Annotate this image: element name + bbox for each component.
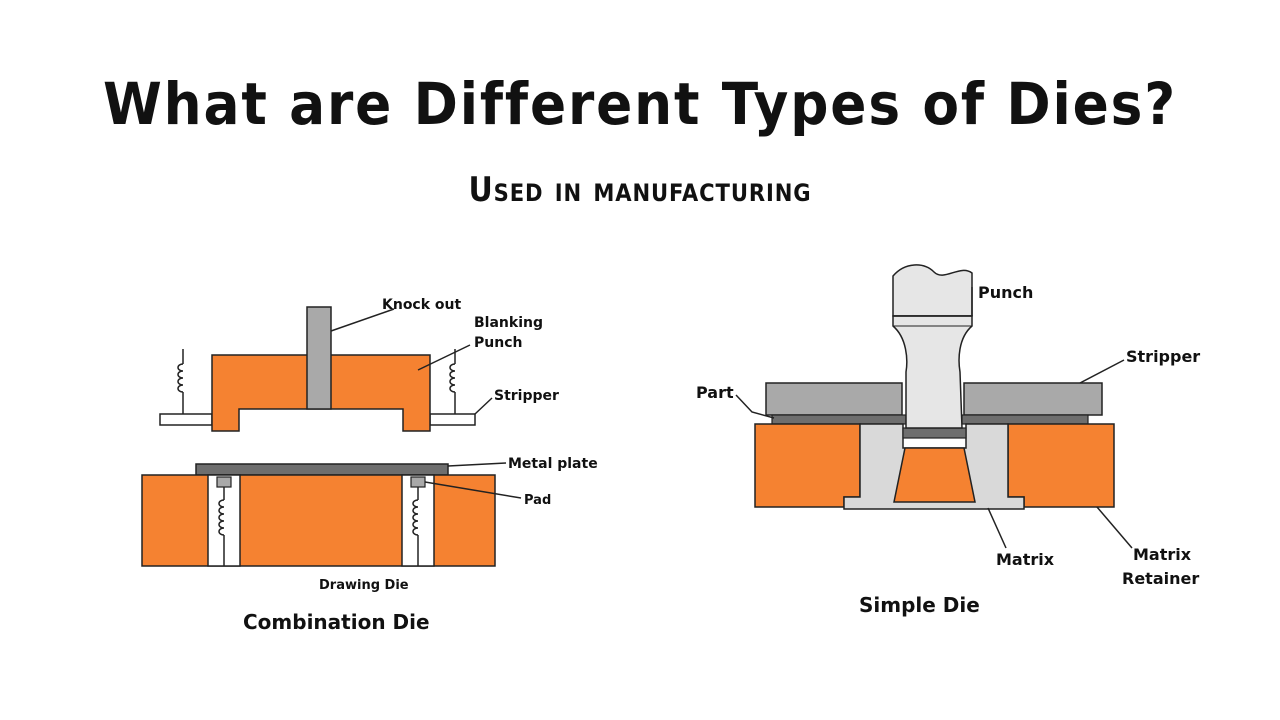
part-sheet-right — [961, 414, 1089, 425]
matrix-core — [893, 447, 976, 503]
pad-right — [410, 476, 426, 488]
page-subtitle: Used in manufacturing — [468, 170, 812, 210]
label-blanking-punch-line2: Punch — [474, 335, 522, 351]
punch — [892, 264, 973, 317]
label-punch: Punch — [978, 283, 1033, 302]
punch-tip — [902, 427, 967, 439]
caption-simple-die: Simple Die — [859, 593, 980, 617]
label-matrix: Matrix — [996, 550, 1055, 569]
lower-right-spring — [412, 487, 419, 566]
label-stripper-left: Stripper — [494, 388, 559, 404]
pad-left — [216, 476, 232, 488]
label-drawing-die: Drawing Die — [319, 578, 409, 593]
label-pad: Pad — [524, 493, 551, 508]
matrix-retainer-right — [1007, 423, 1115, 508]
matrix-retainer-left — [754, 423, 861, 508]
drawing-die-block — [141, 474, 496, 567]
caption-combination-die: Combination Die — [243, 610, 430, 634]
stripper-left — [765, 382, 903, 416]
combination-die-leaders — [330, 308, 522, 499]
upper-left-spring — [177, 349, 184, 414]
page-title: What are Different Types of Dies? — [102, 70, 1178, 138]
lower-left-spring — [218, 487, 225, 566]
upper-right-spring — [449, 349, 456, 414]
punch-neck — [892, 315, 973, 429]
label-metal-plate: Metal plate — [508, 456, 598, 472]
label-stripper-right: Stripper — [1126, 347, 1200, 366]
stripper-plate-right — [429, 413, 476, 426]
label-matrix-retainer-line2: Retainer — [1122, 569, 1199, 588]
simple-die-diagram: Punch Stripper Part Matrix Matrix Retain… — [696, 264, 1200, 617]
metal-plate — [195, 463, 449, 476]
knock-out-rod — [306, 306, 332, 410]
stripper-right — [963, 382, 1103, 416]
simple-die-leaders — [735, 287, 1133, 549]
label-knock-out: Knock out — [382, 297, 462, 313]
combination-die-diagram: Knock out Blanking Punch Stripper Metal … — [141, 297, 598, 634]
label-part: Part — [696, 383, 734, 402]
label-blanking-punch-line1: Blanking — [474, 315, 543, 331]
part-sheet-left — [771, 414, 907, 425]
label-matrix-retainer-line1: Matrix — [1133, 545, 1192, 564]
stripper-plate-left — [159, 413, 213, 426]
